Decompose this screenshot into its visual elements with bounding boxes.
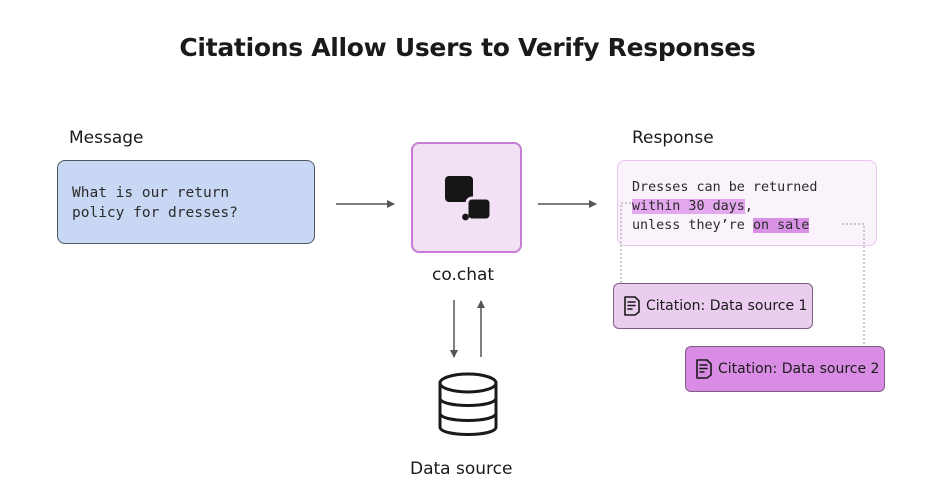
data-source-label: Data source xyxy=(410,459,513,479)
response-line-1: Dresses can be returned xyxy=(632,180,818,195)
response-box: Dresses can be returned within 30 days, … xyxy=(617,160,877,246)
citation-1-label: Citation: Data source 1 xyxy=(646,298,808,314)
chat-bubbles-icon xyxy=(445,176,493,222)
document-icon xyxy=(624,296,640,316)
citation-2[interactable]: Citation: Data source 2 xyxy=(685,346,885,392)
response-line-3-prefix: unless they’re xyxy=(632,218,753,233)
response-highlight-1: within 30 days xyxy=(632,199,745,214)
document-icon xyxy=(696,359,712,379)
response-label: Response xyxy=(632,128,714,148)
diagram-title: Citations Allow Users to Verify Response… xyxy=(179,33,756,62)
co-chat-label: co.chat xyxy=(432,265,495,285)
message-label: Message xyxy=(69,128,144,148)
database-icon xyxy=(438,372,498,436)
response-line-2-rest: , xyxy=(744,199,753,214)
co-chat-box xyxy=(411,142,522,253)
citation-1[interactable]: Citation: Data source 1 xyxy=(613,283,813,329)
message-box: What is our return policy for dresses? xyxy=(57,160,315,244)
response-highlight-2: on sale xyxy=(752,218,810,233)
citation-2-label: Citation: Data source 2 xyxy=(718,361,880,377)
